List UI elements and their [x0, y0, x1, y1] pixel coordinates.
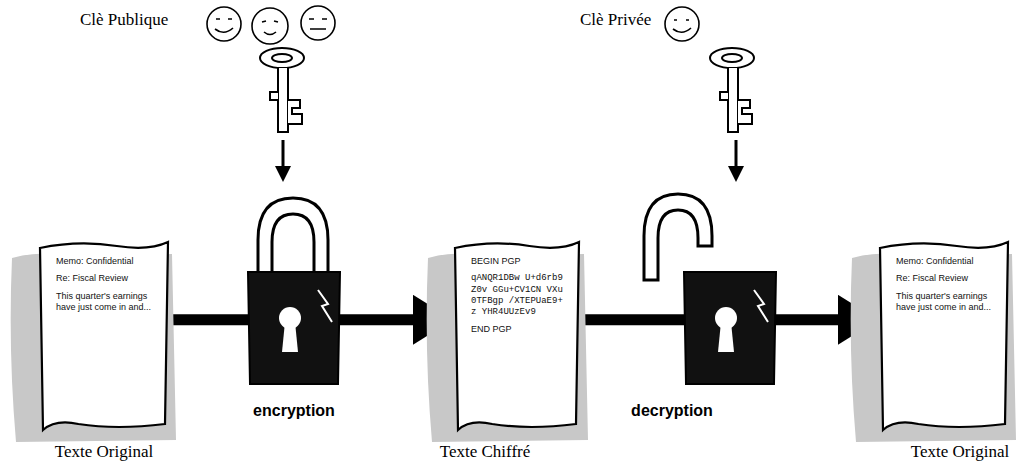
paper-shape	[40, 242, 168, 430]
paper-outline	[40, 240, 168, 430]
document-text: Re: Fiscal Review	[56, 273, 156, 284]
document-text: Re: Fiscal Review	[896, 273, 996, 284]
open-lock	[644, 194, 776, 384]
document-text: Memo: Confidential	[56, 256, 156, 267]
document-caption: Texte Chiffré	[440, 442, 531, 462]
document-paper: Memo: ConfidentialRe: Fiscal ReviewThis …	[40, 240, 168, 430]
paper-outline	[455, 240, 579, 430]
document-text: This quarter's earnings have just come i…	[56, 291, 156, 314]
paper-shape	[455, 242, 579, 430]
private-key	[710, 48, 754, 132]
document-text: This quarter's earnings have just come i…	[896, 291, 996, 314]
document-caption: Texte Original	[911, 442, 1009, 462]
public-key	[260, 48, 304, 132]
face-icon	[207, 6, 699, 44]
paper-shape	[880, 242, 1008, 430]
document-text: qANQR1DBw U+d6rb9Z0v GGu+CV1CN VXu0TFBgp…	[471, 273, 567, 318]
closed-lock	[248, 198, 340, 384]
step-label: decryption	[629, 402, 715, 420]
key-label: Clè Publique	[80, 10, 168, 30]
document-text: BEGIN PGP	[471, 256, 567, 267]
document-caption: Texte Original	[55, 442, 153, 462]
document-paper: BEGIN PGP qANQR1DBw U+d6rb9Z0v GGu+CV1CN …	[455, 240, 579, 430]
document-text: END PGP	[471, 324, 567, 335]
down-arrow	[275, 140, 291, 182]
document-text: Memo: Confidential	[896, 256, 996, 267]
step-label: encryption	[251, 402, 337, 420]
key-label: Clè Privée	[580, 10, 651, 30]
paper-outline	[880, 240, 1008, 430]
document-paper: Memo: ConfidentialRe: Fiscal ReviewThis …	[880, 240, 1008, 430]
down-arrow	[728, 140, 744, 182]
